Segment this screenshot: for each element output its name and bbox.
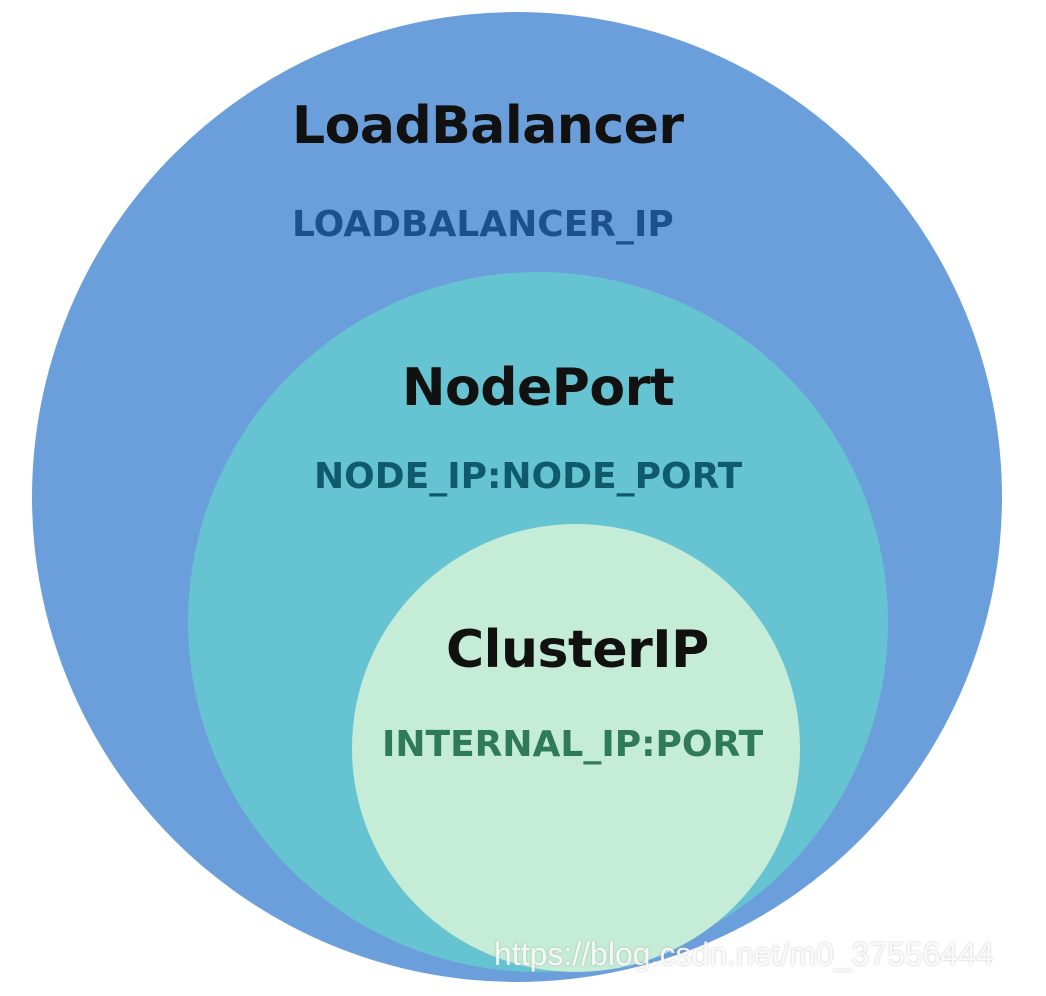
clusterip-circle bbox=[352, 524, 800, 972]
loadbalancer-address: LOADBALANCER_IP bbox=[292, 204, 674, 245]
clusterip-address: INTERNAL_IP:PORT bbox=[382, 724, 764, 765]
clusterip-title: ClusterIP bbox=[446, 620, 709, 680]
watermark-text: https://blog.csdn.net/m0_37556444 bbox=[494, 936, 994, 972]
nodeport-address: NODE_IP:NODE_PORT bbox=[314, 456, 743, 497]
nodeport-title: NodePort bbox=[402, 358, 675, 418]
loadbalancer-title: LoadBalancer bbox=[292, 96, 684, 156]
